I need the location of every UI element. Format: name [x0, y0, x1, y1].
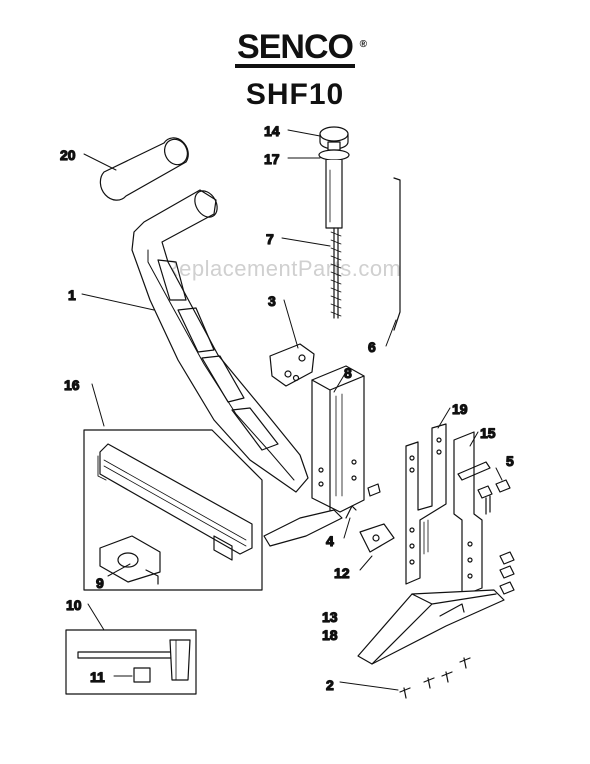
- callout-11: 11: [90, 669, 105, 685]
- callout-18: 18: [322, 627, 338, 643]
- callout-8: 8: [344, 365, 352, 381]
- callout-10: 10: [66, 597, 82, 613]
- part-handle-grip: [99, 137, 189, 201]
- callout-20: 20: [60, 147, 76, 163]
- callout-1: 1: [68, 287, 76, 303]
- callout-7: 7: [266, 231, 274, 247]
- callout-2: 2: [326, 677, 334, 693]
- callout-12: 12: [334, 565, 350, 581]
- brand-logo-text: SENCO: [237, 28, 354, 66]
- callout-13: 13: [322, 609, 338, 625]
- callout-9: 9: [96, 575, 104, 591]
- part-screws: [399, 657, 471, 699]
- senco-logo: SENCO ®: [235, 28, 367, 68]
- part-head-block: [263, 365, 381, 547]
- part-adjuster: [99, 535, 161, 585]
- callout-15: 15: [480, 425, 496, 441]
- part-bracket: [269, 343, 315, 387]
- leader-lines: [81, 129, 503, 691]
- model-title: SHF10: [245, 78, 345, 111]
- watermark: eReplacementParts.com: [150, 256, 402, 281]
- callout-5: 5: [506, 453, 514, 469]
- callout-16: 16: [64, 377, 80, 393]
- part-handle-frame: [131, 189, 309, 493]
- part-tool-kit: [65, 629, 197, 695]
- callout-17: 17: [264, 151, 280, 167]
- part-rear-plate: [453, 431, 491, 597]
- callout-14: 14: [264, 123, 280, 139]
- part-mounting-plate: [345, 505, 395, 553]
- part-base-foot: [357, 589, 505, 665]
- part-side-plate: [405, 423, 447, 585]
- brand-header: SENCO ®: [0, 30, 590, 68]
- callout-labels: 20 14 17 7 1 3 6 16 8 19 15 5 4 12 9 10 …: [59, 122, 514, 693]
- part-bolts: [477, 479, 515, 595]
- callout-3: 3: [268, 293, 276, 309]
- callout-4: 4: [326, 533, 334, 549]
- part-rod-pin: [393, 177, 401, 331]
- registered-mark: ®: [359, 39, 367, 50]
- callout-6: 6: [368, 339, 376, 355]
- part-plunger-assembly: [318, 126, 350, 319]
- callout-19: 19: [452, 401, 468, 417]
